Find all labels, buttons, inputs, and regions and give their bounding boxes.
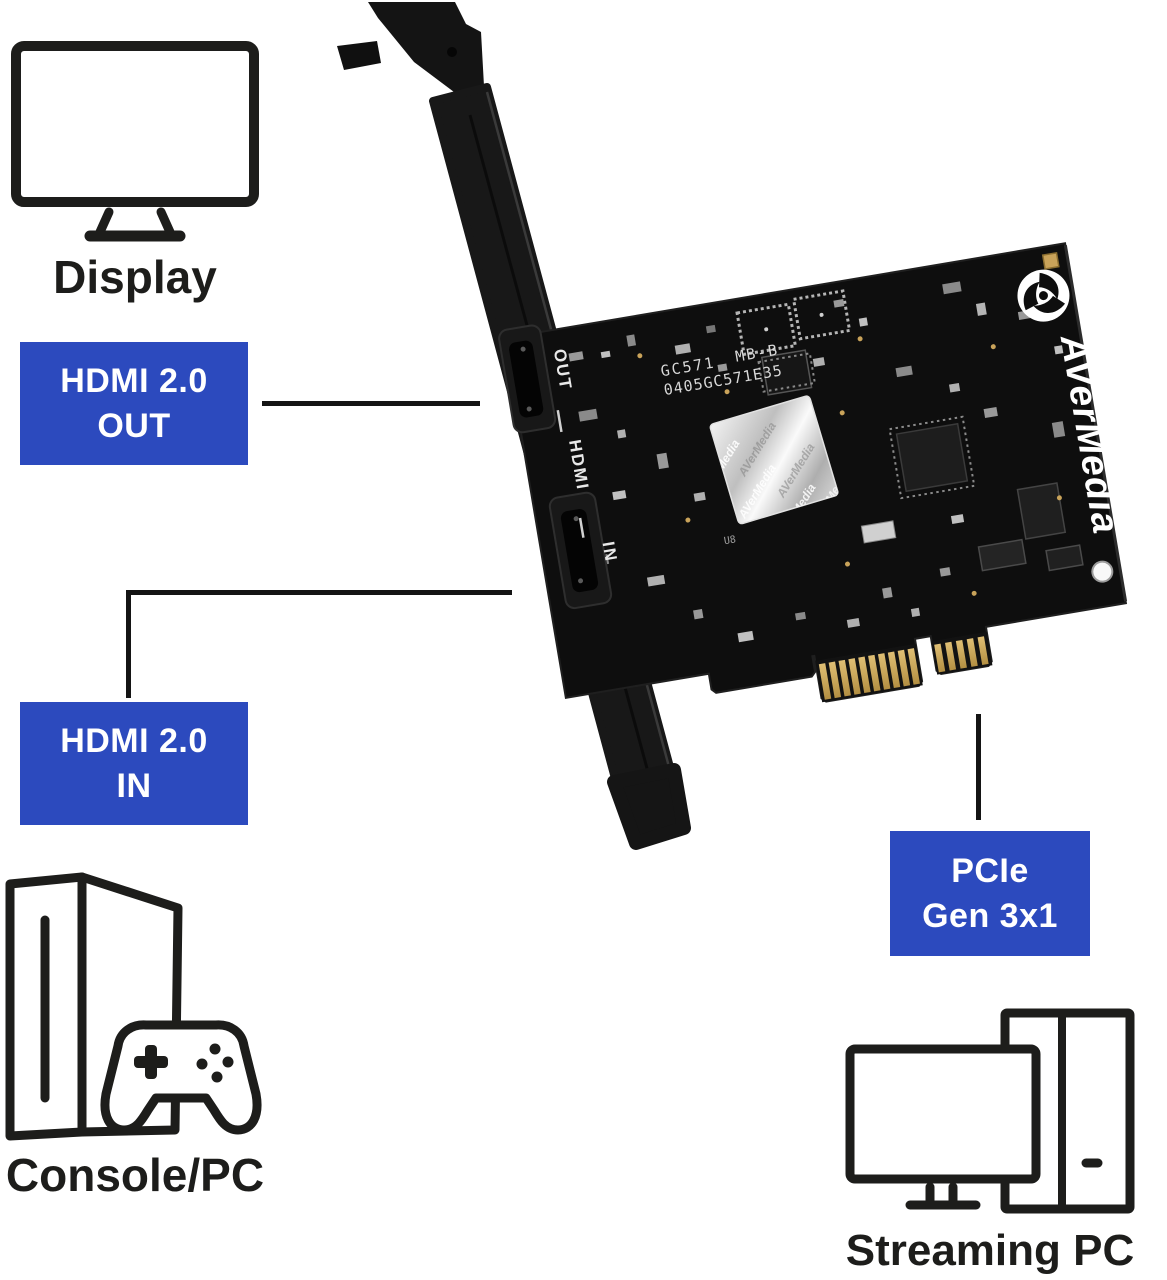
pcie-line2: Gen 3x1: [922, 896, 1058, 935]
hdmi-out-line1: HDMI 2.0: [60, 361, 208, 400]
callout-line-hdmi-in-vertical: [126, 590, 131, 698]
hdmi-out-port: [498, 324, 557, 434]
bracket-hook: [337, 41, 381, 70]
hdmi-in-line2: IN: [116, 766, 152, 805]
mounting-pad: [1041, 251, 1060, 270]
bracket-top-plate: [368, 2, 484, 95]
console-pc-icon: [5, 872, 262, 1141]
hdmi-in-line1: HDMI 2.0: [60, 721, 208, 760]
pcie-box: PCIe Gen 3x1: [890, 831, 1090, 956]
smd-components: [568, 281, 1084, 643]
hdmi-out-box: HDMI 2.0 OUT: [20, 342, 248, 465]
pcb: GC571 MB-B 0405GC571E35 U8 AVerMedia AVe…: [498, 242, 1128, 703]
callout-line-hdmi-out: [262, 401, 480, 406]
silkscreen-chip-ref: U8: [723, 534, 737, 547]
pcie-line1: PCIe: [951, 851, 1029, 890]
pcie-edge-connector: [815, 631, 993, 703]
port-label-in: IN: [599, 540, 621, 564]
callout-line-pcie: [976, 714, 981, 820]
streaming-pc-label: Streaming PC: [845, 1226, 1135, 1275]
console-pc-label: Console/PC: [5, 1149, 265, 1201]
bracket-foot: [607, 763, 691, 850]
hdmi-out-line2: OUT: [97, 406, 171, 445]
callout-line-hdmi-in-horizontal: [126, 590, 512, 595]
display-label: Display: [53, 251, 217, 303]
hdmi-in-port: [548, 491, 613, 610]
hdmi-in-box: HDMI 2.0 IN: [20, 702, 248, 825]
streaming-pc-icon: [845, 1008, 1135, 1214]
display-icon: [11, 41, 259, 242]
mounting-hole: [1091, 560, 1114, 583]
avermedia-logo-icon: [1017, 269, 1070, 322]
